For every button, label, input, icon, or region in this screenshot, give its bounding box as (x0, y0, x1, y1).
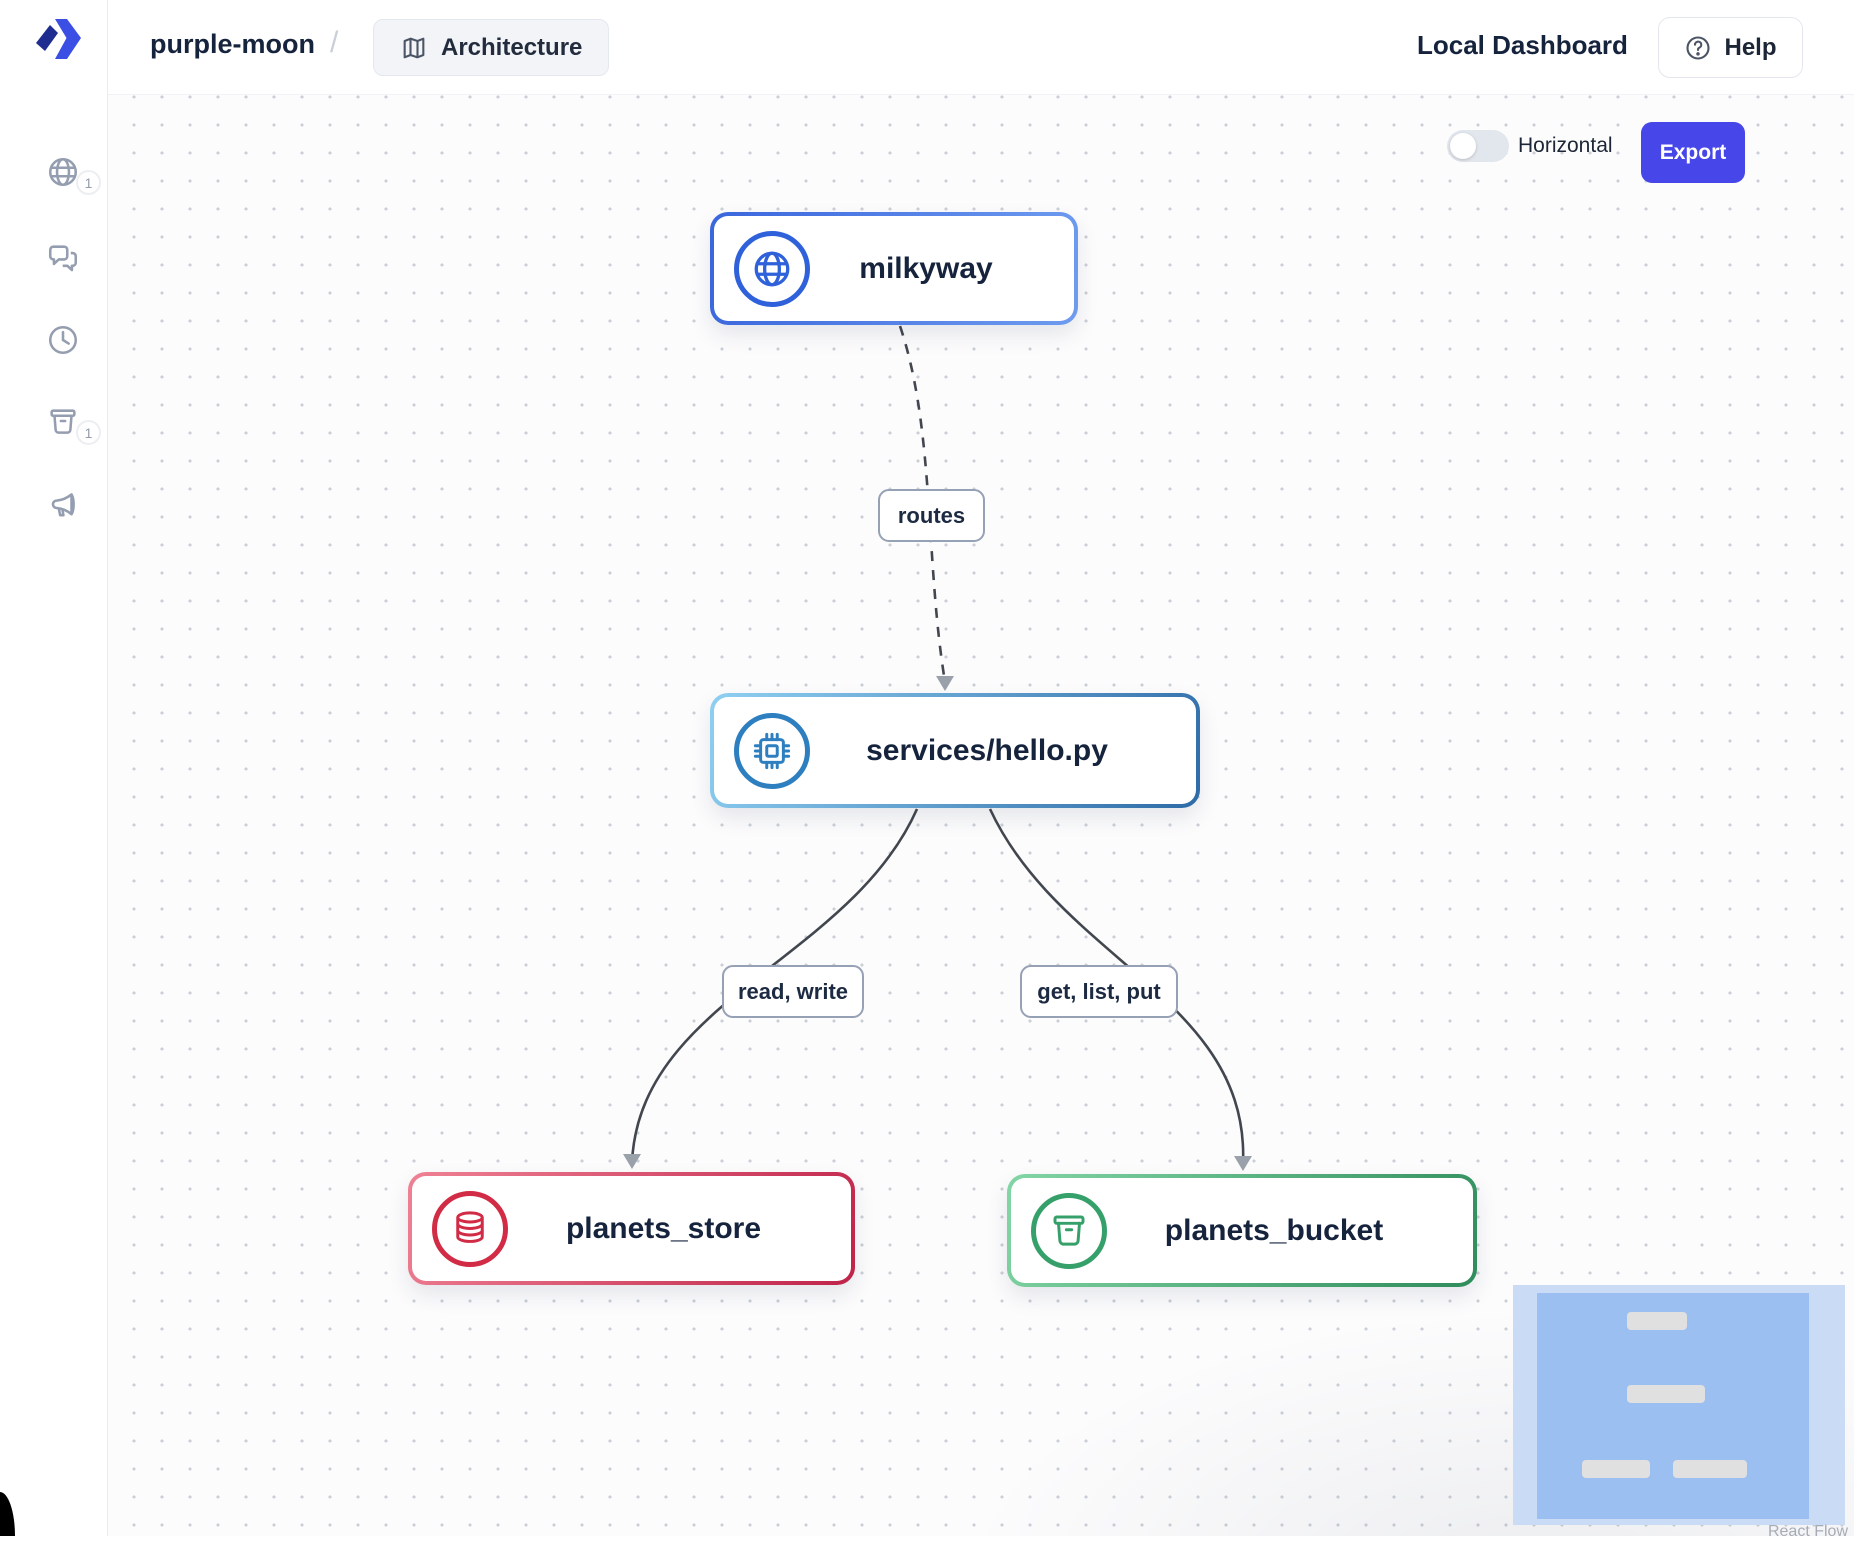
cursor-artifact (0, 1492, 15, 1536)
arrowhead-store (623, 1154, 641, 1169)
help-button-label: Help (1724, 34, 1776, 62)
orientation-toggle[interactable] (1447, 130, 1509, 162)
sidebar-item-box[interactable]: 1 (0, 400, 108, 460)
megaphone-icon (46, 488, 80, 522)
box-badge: 1 (76, 420, 101, 445)
architecture-tab[interactable]: Architecture (373, 19, 609, 76)
edge-label-read-write: read, write (722, 965, 864, 1018)
node-label: services/hello.py (810, 734, 1176, 768)
cpu-icon (751, 730, 793, 772)
arrowhead-bucket (1234, 1156, 1252, 1171)
map-icon (400, 34, 428, 62)
node-milkyway[interactable]: milkyway (710, 212, 1078, 325)
minimap-node-store (1582, 1460, 1650, 1478)
breadcrumb-separator: / (330, 26, 338, 60)
sidebar-item-globe[interactable]: 1 (0, 150, 108, 210)
export-button[interactable]: Export (1641, 122, 1745, 183)
sidebar-item-history[interactable] (0, 318, 108, 378)
edge-label-get-list-put: get, list, put (1020, 965, 1178, 1018)
node-label: planets_store (508, 1212, 831, 1246)
minimap-node-milkyway (1627, 1312, 1687, 1330)
node-planets-store[interactable]: planets_store (408, 1172, 855, 1285)
minimap-node-bucket (1673, 1460, 1747, 1478)
minimap[interactable] (1513, 1285, 1845, 1525)
globe-badge: 1 (76, 170, 101, 195)
toggle-knob (1450, 133, 1476, 159)
arrowhead-services (936, 676, 954, 691)
bucket-icon (1048, 1210, 1090, 1252)
minimap-node-services (1627, 1385, 1705, 1403)
logo-blue-shape (55, 19, 81, 59)
question-circle-icon (1684, 34, 1712, 62)
chat-icon (46, 241, 80, 275)
architecture-tab-label: Architecture (441, 34, 582, 62)
clock-icon (46, 323, 80, 357)
breadcrumb-project[interactable]: purple-moon (150, 29, 315, 60)
header: purple-moon / Architecture Local Dashboa… (108, 0, 1854, 95)
node-label: planets_bucket (1107, 1214, 1453, 1248)
logo-dark-shape (36, 25, 58, 51)
react-flow-attribution[interactable]: React Flow (1768, 1523, 1848, 1541)
orientation-toggle-label: Horizontal (1518, 134, 1613, 158)
sidebar: 1 1 (0, 0, 108, 1536)
node-planets-bucket[interactable]: planets_bucket (1007, 1174, 1477, 1287)
globe-icon (46, 155, 80, 189)
node-services-hello[interactable]: services/hello.py (710, 693, 1200, 808)
environment-label: Local Dashboard (1417, 30, 1628, 61)
globe-icon (751, 248, 793, 290)
node-label: milkyway (810, 252, 1054, 286)
box-icon (46, 405, 80, 439)
database-icon (449, 1208, 491, 1250)
edge-label-routes: routes (878, 489, 985, 542)
help-button[interactable]: Help (1658, 17, 1803, 78)
sidebar-item-announcements[interactable] (0, 483, 108, 543)
app-logo[interactable] (28, 10, 84, 68)
sidebar-item-chat[interactable] (0, 236, 108, 296)
